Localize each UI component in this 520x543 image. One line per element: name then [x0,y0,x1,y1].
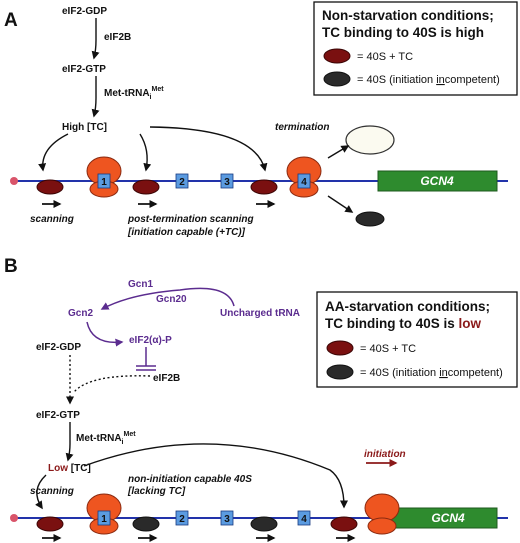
svg-text:1: 1 [101,514,107,525]
uorf-4-b: 4 [297,510,311,526]
eif2b-label: eIF2B [104,32,131,43]
uorf-1-b: 1 [97,510,111,526]
subunit-40s-tc-1 [36,179,64,195]
svg-text:4: 4 [301,514,307,525]
uncharged-trna-label: Uncharged tRNA [220,308,300,319]
subunit-40s-incompetent-b1 [132,516,160,532]
panel-b: B Gcn1 Gcn20 Uncharged tRNA Gcn2 eIF2(α)… [4,256,518,542]
tc-arrow-uorf3 [149,126,268,172]
uorf-2-b: 2 [175,510,189,526]
uorf-4: 4 [297,173,311,189]
gcn2-label: Gcn2 [68,308,93,319]
released-60s-subunit [345,125,395,155]
post-term-label-line2: [initiation capable (+TC)] [127,227,246,238]
panel-a: A eIF2-GDP eIF2B eIF2-GTP Met-tRNAiMet H… [4,1,518,238]
subunit-40s-tc-b2 [330,516,358,532]
tc-arrow-scanning-b [35,474,47,510]
legend-b-tc-text: = 40S + TC [360,343,416,355]
subunit-40s-tc-3 [250,179,278,195]
uorf-3-b: 3 [220,510,234,526]
gcn-activation-arrow [100,287,235,310]
eif2-gdp-label: eIF2-GDP [62,6,107,17]
legend-b-title-line2: TC binding to 40S is low [325,316,482,331]
uorf-1: 1 [97,173,111,189]
legend-b-incompetent-symbol [326,364,354,380]
mrna-cap-b [10,514,18,522]
initiation-label: initiation [364,449,406,460]
panel-a-letter: A [4,10,18,31]
tc-level-label-b: Low [TC] [48,463,91,474]
eif2-gtp-label-b: eIF2-GTP [36,410,80,421]
met-trna-label: Met-tRNAiMet [104,86,164,101]
post-term-label-line1: post-termination scanning [127,214,254,225]
tc-arrow-scanning [38,133,69,172]
tc-formation-arrow-b [65,422,74,462]
svg-text:1: 1 [101,177,107,188]
legend-b-title-line1: AA-starvation conditions; [325,299,490,314]
svg-text:3: 3 [224,514,230,525]
subunit-40s-tc-2 [132,179,160,195]
uorf-2: 2 [175,173,189,189]
legend-b-incompetent-text: = 40S (initiation incompetent) [360,367,503,379]
legend-a-incompetent-text: = 40S (initiation incompetent) [357,74,500,86]
non-init-label-line2: [lacking TC] [127,486,186,497]
termination-label: termination [275,122,329,133]
legend-a-incompetent-symbol [323,71,351,87]
eif2-gtp-label: eIF2-GTP [62,64,106,75]
svg-text:2: 2 [179,514,185,525]
ribosome-80s-uorf1 [86,156,122,198]
legend-a-tc-symbol [323,48,351,64]
ribosome-80s-gcn4-start [364,493,400,535]
legend-a-title-line2: TC binding to 40S is high [322,25,484,40]
eif2b-label-b: eIF2B [153,373,180,384]
tc-formation-arrow [91,76,100,118]
legend-a-tc-text: = 40S + TC [357,51,413,63]
released-40s-incompetent [355,211,385,227]
subunit-40s-tc-b1 [36,516,64,532]
gcn4-label-b: GCN4 [431,511,465,525]
legend-box-a: Non-starvation conditions; TC binding to… [313,1,518,96]
legend-a-title-line1: Non-starvation conditions; [322,8,494,23]
release-60s-arrow [327,145,350,159]
svg-text:4: 4 [301,177,307,188]
subunit-40s-incompetent-b2 [250,516,278,532]
mrna-cap [10,177,18,185]
activation-arrow [91,18,100,60]
eif2a-p-label: eIF2(α)-P [129,335,172,346]
phosphorylation-arrow [86,321,124,347]
legend-b-tc-symbol [326,340,354,356]
panel-b-letter: B [4,256,18,277]
tc-arrow-reinitiation [83,443,348,509]
scanning-label-b-visible: scanning [30,486,74,497]
scanning-label: scanning [30,214,74,225]
impaired-eif2b-link [73,375,151,393]
met-trna-label-b: Met-tRNAiMet [76,431,136,446]
tc-arrow-post-term [139,133,152,172]
tc-level-label: High [TC] [62,122,107,133]
non-init-label-line1: non-initiation capable 40S [128,474,252,485]
eif2-gdp-label-b: eIF2-GDP [36,342,81,353]
svg-text:2: 2 [179,177,185,188]
svg-text:3: 3 [224,177,230,188]
uorf-3: 3 [220,173,234,189]
gcn1-label: Gcn1 [128,279,153,290]
gcn4-orf [377,170,498,192]
gcn20-label: Gcn20 [156,294,187,305]
legend-box-b: AA-starvation conditions; TC binding to … [316,291,518,388]
gcn4-label: GCN4 [420,174,454,188]
release-40s-arrow [327,195,354,213]
